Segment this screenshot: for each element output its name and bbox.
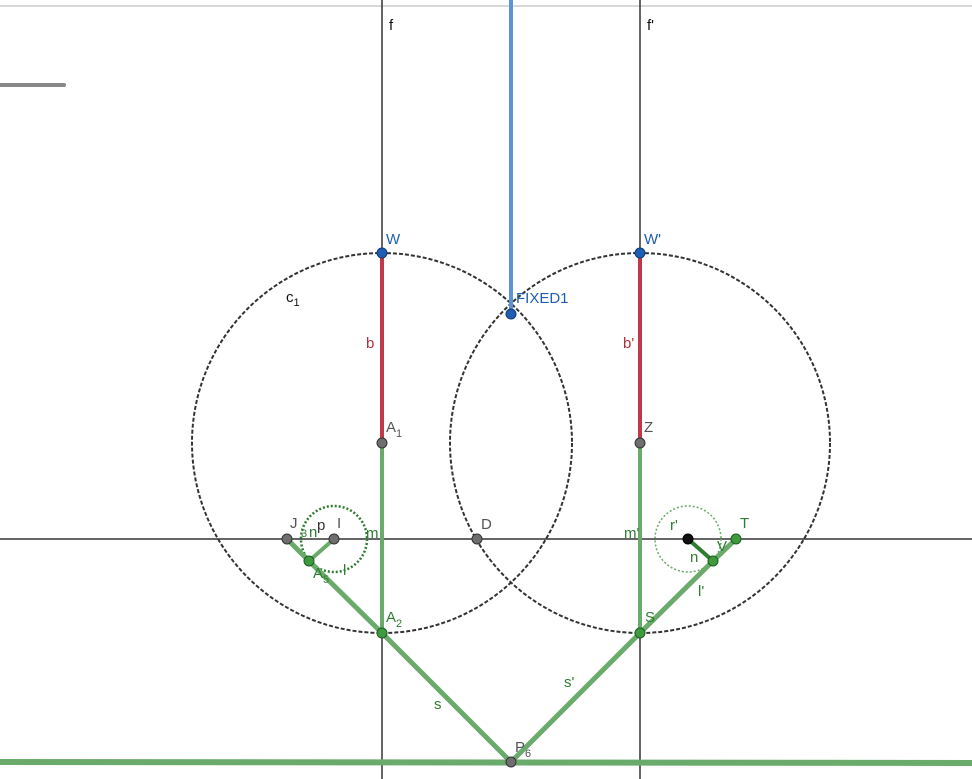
label-Z: Z xyxy=(644,419,653,436)
label-s-prime: s' xyxy=(564,674,575,691)
label-m: m xyxy=(366,525,379,542)
label-P6-main: P xyxy=(515,739,525,756)
point-Z[interactable] xyxy=(634,437,646,449)
label-S: S xyxy=(645,609,655,626)
label-l-prime: l' xyxy=(698,583,704,600)
point-T[interactable] xyxy=(730,533,742,545)
point-S[interactable] xyxy=(634,627,646,639)
label-n-left: n xyxy=(309,524,317,541)
label-T: T xyxy=(740,515,749,532)
label-c1-sub: 1 xyxy=(294,297,300,309)
point-V[interactable] xyxy=(707,555,719,567)
label-P6-sub: 6 xyxy=(525,748,531,760)
label-r-prime: r' xyxy=(670,517,678,534)
segment-left-inner[interactable] xyxy=(307,537,336,563)
label-A2-sub: 2 xyxy=(396,618,402,630)
label-A1-sub: 1 xyxy=(396,428,402,440)
segment-right-inner[interactable] xyxy=(686,537,715,563)
label-A5: A5 xyxy=(313,565,329,586)
point-A2[interactable] xyxy=(376,627,388,639)
label-f: f xyxy=(389,17,394,34)
label-f-prime: f' xyxy=(647,17,654,34)
point-A5[interactable] xyxy=(303,555,315,567)
label-l: l xyxy=(343,562,346,579)
label-I: I xyxy=(337,515,341,532)
point-W[interactable] xyxy=(376,247,388,259)
label-c1-main: c xyxy=(286,289,294,306)
segment-right-arm[interactable] xyxy=(638,559,715,635)
label-m-prime: m' xyxy=(624,525,639,542)
bottom-green-line[interactable] xyxy=(0,759,972,766)
label-D: D xyxy=(481,516,492,533)
point-center-right[interactable] xyxy=(682,533,694,545)
segment-s[interactable] xyxy=(380,631,513,764)
point-D[interactable] xyxy=(471,533,483,545)
point-P6[interactable] xyxy=(505,756,517,768)
label-fixed1: FIXED1 xyxy=(516,290,569,307)
label-W: W xyxy=(386,231,401,248)
point-fixed1[interactable] xyxy=(505,308,517,320)
label-W-prime: W' xyxy=(644,231,661,248)
point-A1[interactable] xyxy=(376,437,388,449)
label-b: b xyxy=(366,335,374,352)
label-A5-sub: 5 xyxy=(323,574,329,586)
point-W-prime[interactable] xyxy=(634,247,646,259)
small-circle-right[interactable] xyxy=(654,505,722,573)
label-P6: P6 xyxy=(515,739,531,760)
label-J: J xyxy=(290,515,298,532)
label-A5-main: A xyxy=(313,565,323,582)
label-A2: A2 xyxy=(386,609,402,630)
segment-s-prime[interactable] xyxy=(509,631,642,764)
small-circle-left[interactable] xyxy=(299,504,369,574)
label-s: s xyxy=(434,696,442,713)
label-3: 3 xyxy=(301,528,307,540)
point-I[interactable] xyxy=(328,533,340,545)
label-A1-main: A xyxy=(386,419,396,436)
label-V: V xyxy=(717,538,727,555)
point-J[interactable] xyxy=(281,533,293,545)
segment-left-arm[interactable] xyxy=(307,559,384,635)
label-c1: c1 xyxy=(286,289,300,309)
label-A2-main: A xyxy=(386,609,396,626)
label-A1: A1 xyxy=(386,419,402,440)
label-n-right: n xyxy=(690,549,698,566)
label-b-prime: b' xyxy=(623,335,634,352)
label-p: p xyxy=(317,517,325,534)
